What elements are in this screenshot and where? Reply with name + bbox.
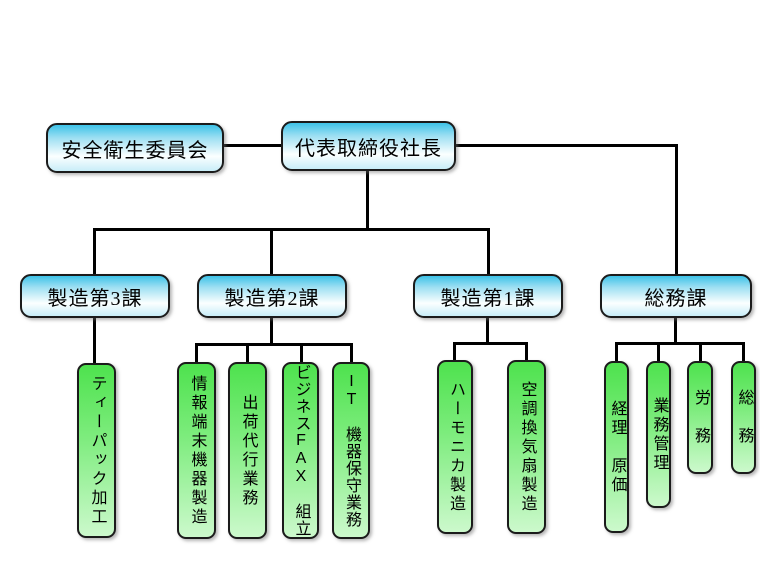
dept-manufacturing-1-label: 製造第1課	[440, 287, 536, 310]
unit-labor-box: 労 務	[687, 361, 713, 474]
unit-it-maintenance-label: IT 機器保守業務	[343, 373, 360, 528]
unit-harmonica-label: ハーモニカ製造	[447, 380, 464, 514]
unit-harmonica-box: ハーモニカ製造	[437, 360, 473, 534]
connector-general-d4	[742, 342, 745, 361]
connector-general-stub	[674, 317, 677, 345]
connector-mfg1-stub	[486, 317, 489, 345]
unit-shipping-agency-box: 出荷代行業務	[228, 362, 267, 539]
connector-committee-president	[222, 144, 282, 147]
unit-business-fax-box: ビジネスFAX 組立	[282, 362, 319, 539]
connector-mfg2-d4	[350, 343, 353, 362]
unit-business-fax-label: ビジネスFAX 組立	[292, 364, 310, 537]
safety-committee-box: 安全衛生委員会	[46, 123, 224, 173]
connector-main-rail	[93, 228, 490, 231]
unit-info-terminal-box: 情報端末機器製造	[177, 362, 216, 539]
connector-president-general-v	[675, 144, 678, 274]
dept-general-affairs-box: 総務課	[600, 274, 752, 318]
president-box: 代表取締役社長	[281, 121, 456, 171]
unit-info-terminal-label: 情報端末機器製造	[188, 374, 206, 527]
unit-accounting-cost-label: 経理 原価	[608, 399, 626, 495]
connector-mfg1-rail	[453, 342, 528, 345]
unit-business-management-label: 業務管理	[650, 396, 668, 473]
connector-mfg2-rail	[195, 343, 353, 346]
dept-manufacturing-1-box: 製造第1課	[413, 274, 563, 318]
connector-general-d1	[615, 342, 618, 361]
unit-general-box: 総 務	[731, 361, 756, 474]
dept-manufacturing-3-box: 製造第3課	[20, 274, 170, 318]
unit-business-management-box: 業務管理	[646, 361, 671, 508]
unit-teapack-label: ティーパック加工	[88, 374, 106, 527]
connector-president-general-h	[455, 144, 678, 147]
connector-drop-mfg2	[270, 228, 273, 274]
connector-drop-mfg3	[93, 228, 96, 274]
connector-general-rail	[615, 342, 745, 345]
dept-manufacturing-3-label: 製造第3課	[47, 287, 143, 310]
unit-shipping-agency-label: 出荷代行業務	[239, 393, 257, 508]
president-label: 代表取締役社長	[295, 137, 442, 160]
unit-labor-label: 労 務	[692, 389, 709, 446]
connector-general-d2	[657, 342, 660, 361]
connector-mfg1-d2	[525, 342, 528, 360]
dept-manufacturing-2-box: 製造第2課	[197, 274, 347, 318]
dept-general-affairs-label: 総務課	[644, 287, 708, 310]
unit-ventilation-fan-box: 空調換気扇製造	[507, 360, 546, 534]
connector-mfg3-unit	[93, 317, 96, 363]
unit-it-maintenance-box: IT 機器保守業務	[332, 362, 370, 539]
connector-mfg2-d1	[195, 343, 198, 362]
unit-general-label: 総 務	[735, 389, 753, 446]
connector-drop-mfg1	[487, 228, 490, 274]
connector-mfg1-d1	[453, 342, 456, 360]
dept-manufacturing-2-label: 製造第2課	[224, 287, 320, 310]
connector-general-d3	[699, 342, 702, 361]
connector-mfg2-d3	[300, 343, 303, 362]
safety-committee-label: 安全衛生委員会	[61, 139, 209, 162]
connector-president-drop	[366, 170, 369, 231]
connector-mfg2-d2	[246, 343, 249, 362]
unit-teapack-box: ティーパック加工	[77, 363, 116, 538]
unit-ventilation-fan-label: 空調換気扇製造	[518, 380, 536, 514]
unit-accounting-cost-box: 経理 原価	[604, 361, 629, 533]
connector-mfg2-stub	[270, 317, 273, 346]
